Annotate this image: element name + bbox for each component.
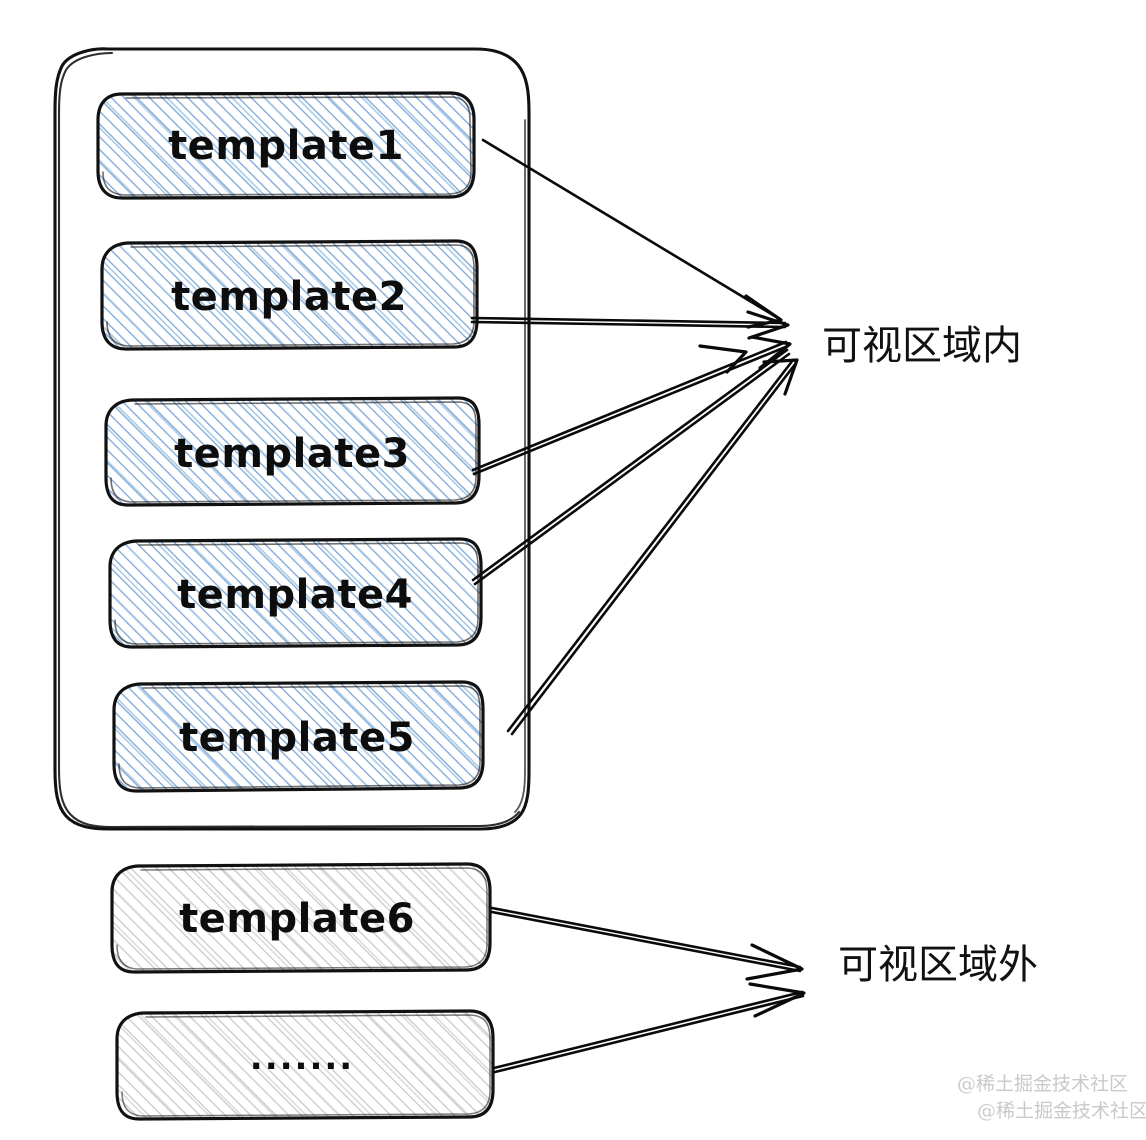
arrow-ellipsis-head bbox=[748, 982, 806, 1018]
arrows-to-visible-label bbox=[470, 138, 799, 736]
template-item-6-shape-overlay bbox=[112, 864, 490, 972]
arrow-template2 bbox=[470, 316, 787, 325]
template-item-1-label: template1 bbox=[168, 123, 404, 169]
arrow-template1 bbox=[481, 138, 780, 320]
arrow-template6 bbox=[490, 906, 802, 969]
watermark-line-2: @稀土掘金技术社区 bbox=[977, 1100, 1146, 1122]
arrow-template2-head bbox=[746, 310, 790, 340]
template-item-4-shape-overlay bbox=[110, 539, 481, 647]
arrow-template6-b bbox=[490, 910, 802, 973]
arrows-to-offscreen-label bbox=[490, 906, 806, 1074]
watermark: @稀土掘金技术社区 @稀土掘金技术社区 bbox=[957, 1073, 1146, 1122]
arrow-template5-b bbox=[510, 361, 798, 736]
label-out-of-viewport: 可视区域外 bbox=[838, 942, 1038, 988]
template-item-5-label: template5 bbox=[179, 715, 415, 761]
template-item-1[interactable]: template1 bbox=[96, 91, 476, 200]
arrow-template4-head bbox=[698, 344, 748, 374]
arrow-template5-head bbox=[762, 358, 799, 396]
template-item-5-shape-overlay bbox=[114, 682, 483, 791]
arrow-template5 bbox=[506, 358, 795, 733]
visible-viewport-container bbox=[53, 47, 531, 831]
template-item-4[interactable]: template4 bbox=[108, 537, 483, 649]
template-item-6-label: template6 bbox=[179, 896, 415, 942]
arrow-template4 bbox=[471, 348, 789, 582]
template-item-ellipsis-shape-overlay bbox=[117, 1011, 493, 1119]
template-item-6[interactable]: template6 bbox=[110, 862, 492, 974]
template-item-ellipsis[interactable]: ······· bbox=[115, 1009, 495, 1121]
template-item-2-shape-overlay bbox=[102, 241, 477, 349]
arrow-template3-head bbox=[750, 335, 792, 370]
label-in-viewport: 可视区域内 bbox=[822, 323, 1022, 369]
watermark-line-1: @稀土掘金技术社区 bbox=[957, 1073, 1128, 1095]
template-item-1-shape-overlay bbox=[98, 93, 474, 198]
arrow-ellipsis bbox=[492, 990, 804, 1070]
arrow-template2-b bbox=[470, 320, 787, 329]
template-item-5[interactable]: template5 bbox=[112, 680, 485, 793]
template-item-2-label: template2 bbox=[171, 274, 407, 320]
template-item-4-label: template4 bbox=[177, 572, 413, 618]
template-item-3-shape-overlay bbox=[106, 398, 479, 505]
arrow-template1-head bbox=[744, 294, 783, 329]
arrow-ellipsis-b bbox=[493, 994, 805, 1074]
arrow-template3-b bbox=[472, 344, 790, 476]
arrow-template4-b bbox=[473, 352, 791, 586]
template-item-3[interactable]: template3 bbox=[104, 396, 481, 507]
arrow-template6-head bbox=[745, 943, 804, 981]
template-item-2[interactable]: template2 bbox=[100, 239, 479, 351]
template-item-3-label: template3 bbox=[174, 431, 410, 477]
template-item-ellipsis-label: ······· bbox=[250, 1047, 354, 1087]
